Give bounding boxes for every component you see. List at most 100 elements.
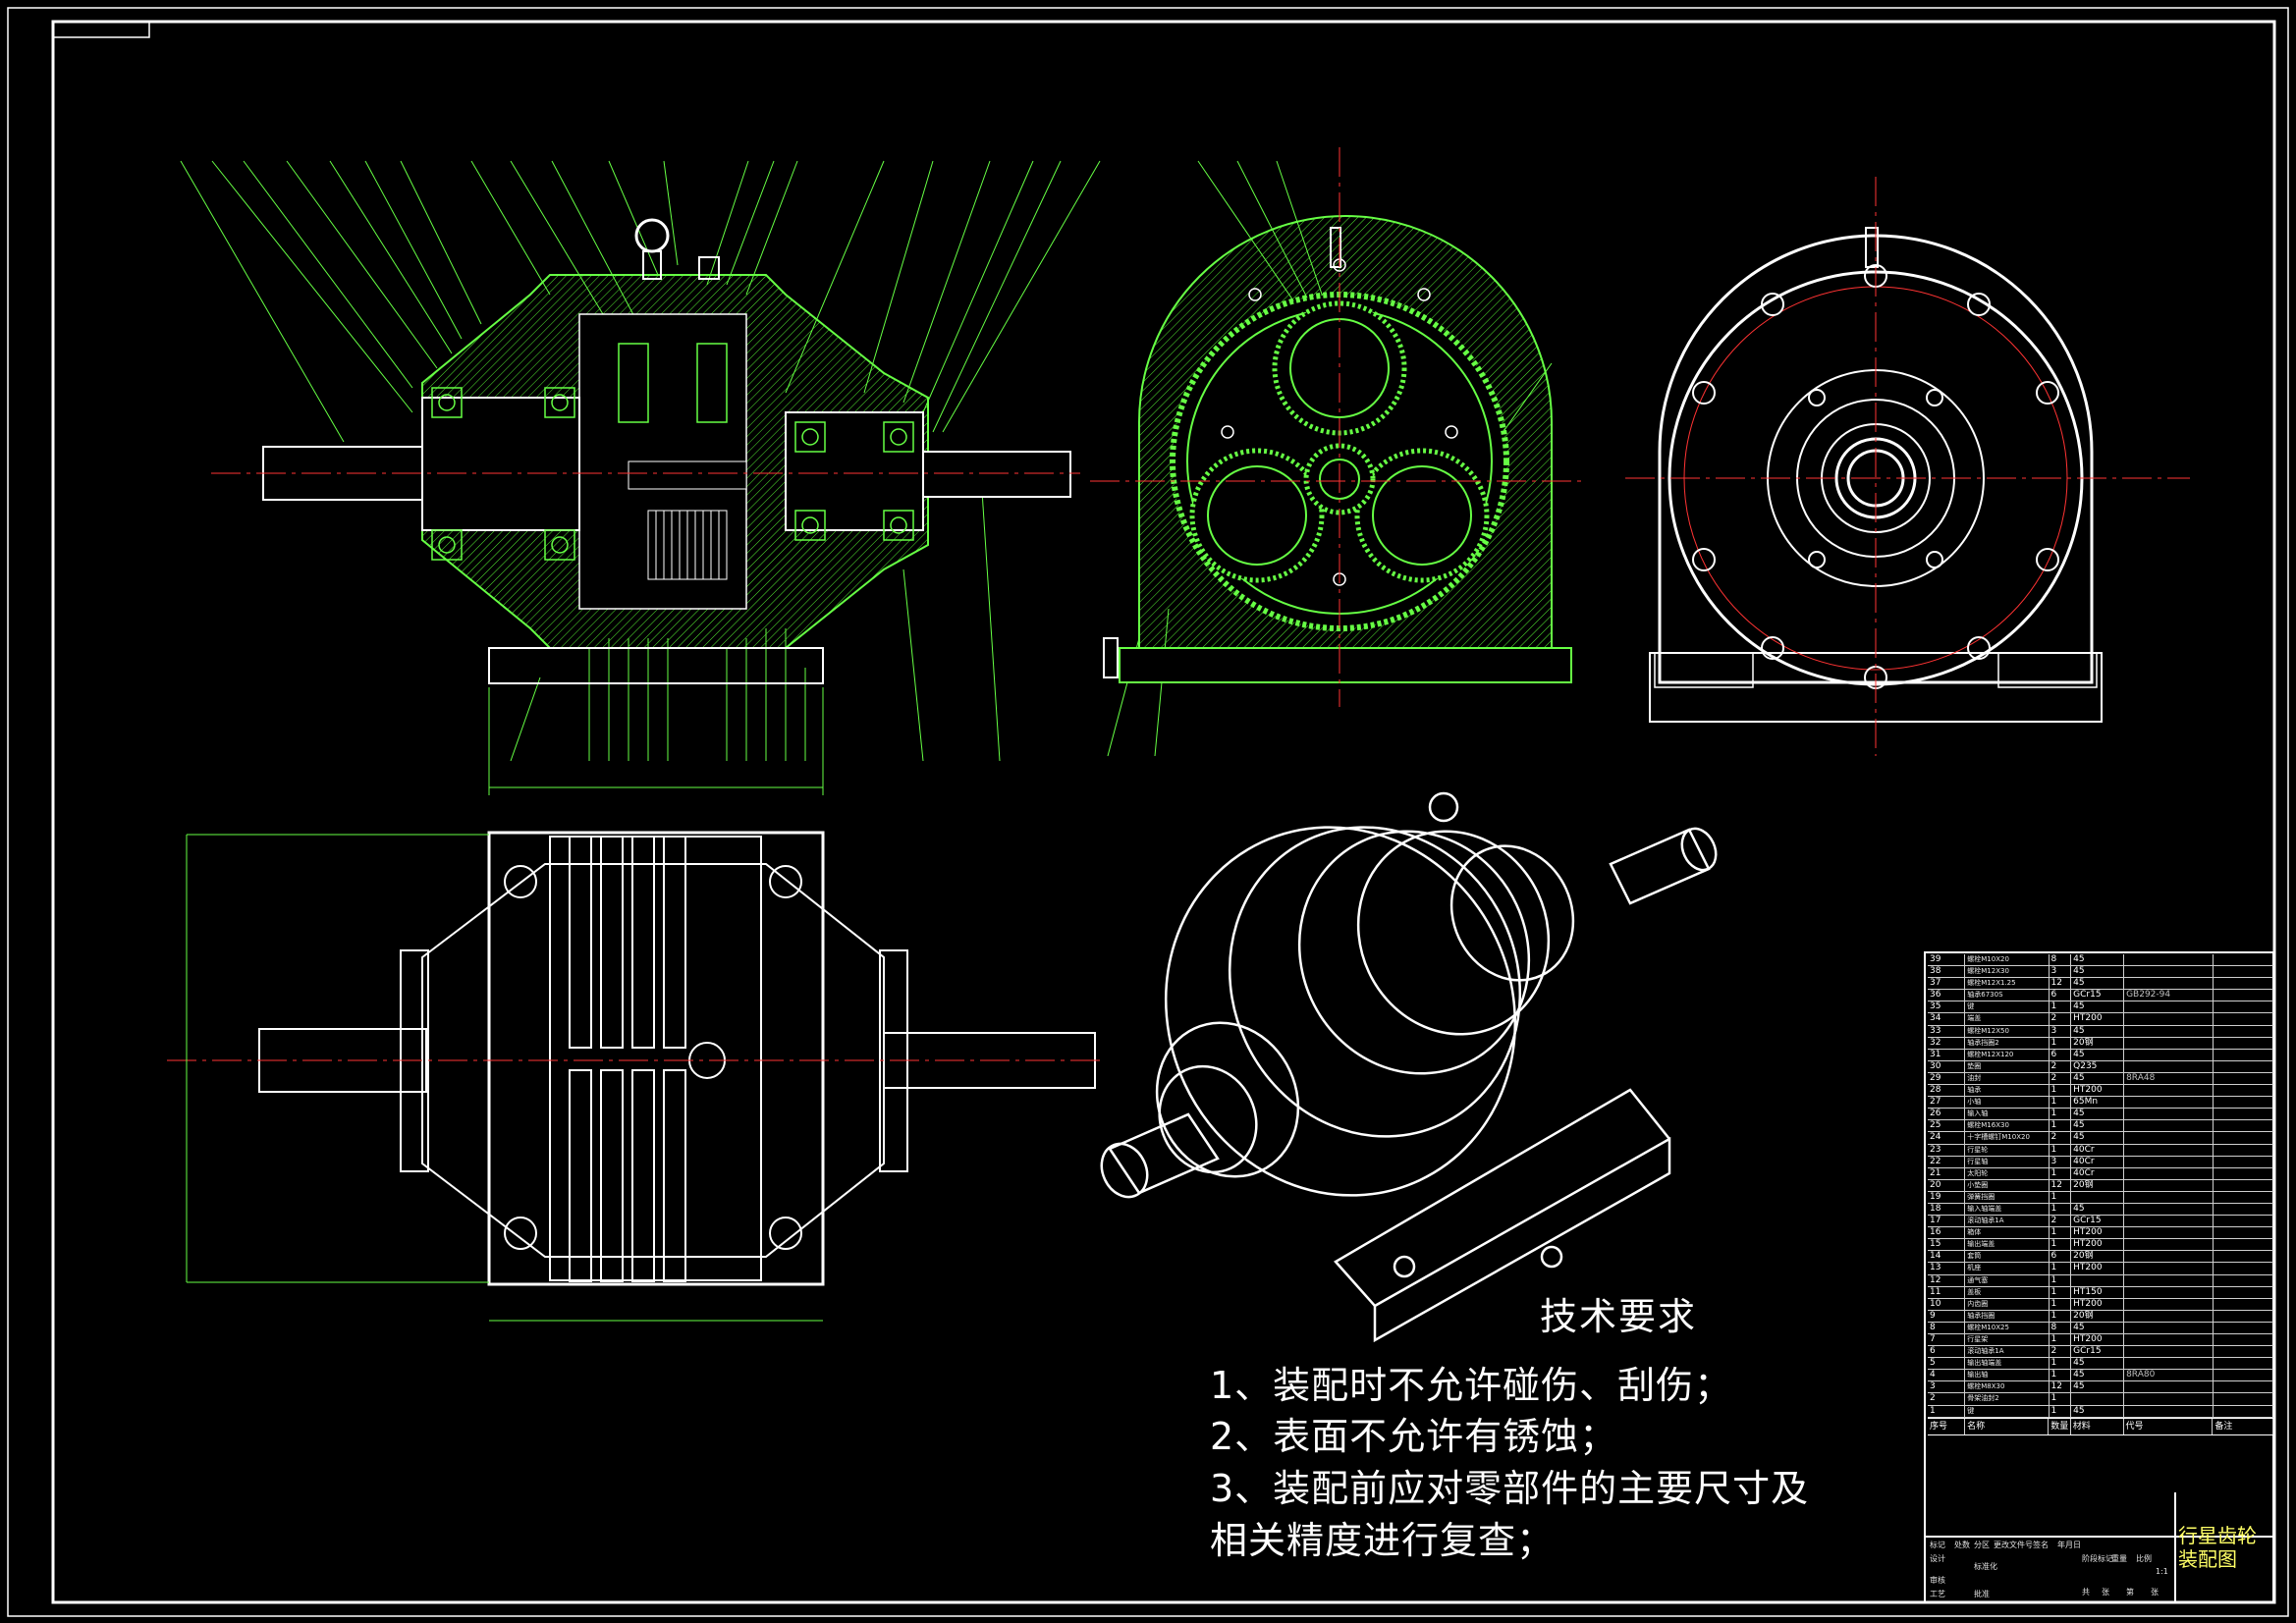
bom-cell-name: 内齿圈 bbox=[1965, 1298, 2050, 1310]
bom-cell-remark bbox=[2214, 1168, 2273, 1179]
bom-cell-code bbox=[2124, 1013, 2214, 1025]
bom-cell-no: 13 bbox=[1928, 1263, 1966, 1274]
bom-cell-no: 26 bbox=[1928, 1109, 1966, 1120]
bom-cell-no: 8 bbox=[1928, 1322, 1966, 1333]
bom-cell-qty: 12 bbox=[2050, 1179, 2072, 1191]
bom-cell-name: 滚动轴承1A bbox=[1965, 1346, 2050, 1358]
bom-cell-name: 滚动轴承1A bbox=[1965, 1216, 2050, 1227]
bom-cell-mat: 20钢 bbox=[2071, 1251, 2125, 1263]
bom-cell-mat bbox=[2071, 1393, 2125, 1405]
bom-cell-code: 8RA48 bbox=[2124, 1072, 2214, 1085]
bom-cell-mat: HT200 bbox=[2071, 1298, 2125, 1310]
bom-cell-remark bbox=[2214, 1145, 2273, 1156]
bom-cell-code bbox=[2124, 1025, 2214, 1037]
bom-cell-qty: 1 bbox=[2050, 1358, 2072, 1370]
bom-cell-no: 2 bbox=[1928, 1393, 1966, 1405]
bom-cell-remark bbox=[2214, 1346, 2273, 1357]
bom-cell-no: 28 bbox=[1928, 1085, 1966, 1097]
bom-cell-remark bbox=[2214, 1001, 2273, 1012]
title-block-label: 分区 bbox=[1974, 1541, 1990, 1549]
bom-cell-qty: 1 bbox=[2050, 1144, 2072, 1156]
bom-cell-remark bbox=[2214, 1097, 2273, 1108]
title-block-label: 阶段标记 bbox=[2082, 1554, 2113, 1563]
bom-cell-name: 十字槽螺钉M10X20 bbox=[1965, 1132, 2050, 1144]
bom-cell-remark bbox=[2214, 1406, 2273, 1417]
bom-cell-qty: 1 bbox=[2050, 1085, 2072, 1097]
bom-cell-qty: 1 bbox=[2050, 1001, 2072, 1013]
bom-cell-mat: HT200 bbox=[2071, 1085, 2125, 1097]
bom-cell-remark bbox=[2214, 1227, 2273, 1238]
bom-cell-name: 轴承 bbox=[1965, 1085, 2050, 1097]
bom-cell-mat: 45 bbox=[2071, 1132, 2125, 1144]
bom-cell-mat: 45 bbox=[2071, 1025, 2125, 1037]
bom-cell-code bbox=[2124, 978, 2214, 990]
bom-cell-qty: 1 bbox=[2050, 1120, 2072, 1132]
bom-cell-name: 键 bbox=[1965, 1405, 2050, 1417]
title-block-label: 审核 bbox=[1930, 1576, 1945, 1585]
tech-requirements-title: 技术要求 bbox=[1540, 1295, 1698, 1338]
bom-cell-code bbox=[2124, 1263, 2214, 1274]
bom-cell-qty: 1 bbox=[2050, 1097, 2072, 1109]
bom-cell-remark bbox=[2214, 1239, 2273, 1250]
bom-cell-code bbox=[2124, 1251, 2214, 1263]
bom-cell-remark bbox=[2214, 1073, 2273, 1084]
bom-cell-name: 螺栓M8X30 bbox=[1965, 1381, 2050, 1393]
bom-cell-qty: 1 bbox=[2050, 1370, 2072, 1381]
bom-cell-code bbox=[2124, 1167, 2214, 1179]
bom-cell-code bbox=[2124, 1227, 2214, 1239]
bom-cell-mat: Q235 bbox=[2071, 1060, 2125, 1072]
bom-cell-name: 垫圈 bbox=[1965, 1060, 2050, 1072]
title-block-label: 重量 bbox=[2111, 1554, 2127, 1563]
bom-cell-no: 24 bbox=[1928, 1132, 1966, 1144]
bom-cell-no: 30 bbox=[1928, 1060, 1966, 1072]
bom-cell-mat: HT200 bbox=[2071, 1227, 2125, 1239]
bom-cell-remark bbox=[2214, 1323, 2273, 1333]
title-block-label: 处数 bbox=[1954, 1541, 1970, 1549]
bom-cell-remark bbox=[2214, 1085, 2273, 1096]
bom-cell-remark bbox=[2214, 1381, 2273, 1392]
bom-cell-qty: 3 bbox=[2050, 1156, 2072, 1167]
bom-cell-qty: 1 bbox=[2050, 1298, 2072, 1310]
bom-cell-no: 3 bbox=[1928, 1381, 1966, 1393]
bom-cell-mat: 40Cr bbox=[2071, 1144, 2125, 1156]
bom-cell-code bbox=[2124, 1156, 2214, 1167]
isometric-view bbox=[1100, 791, 1718, 1343]
bom-cell-qty: 1 bbox=[2050, 1191, 2072, 1203]
title-block-label: 更改文件号 bbox=[1994, 1541, 2033, 1549]
bom-cell-name: 箱体 bbox=[1965, 1227, 2050, 1239]
bom-cell-mat: 45 bbox=[2071, 966, 2125, 978]
bom-cell-no: 39 bbox=[1928, 954, 1966, 966]
bom-cell-no: 33 bbox=[1928, 1025, 1966, 1037]
bom-cell-qty: 2 bbox=[2050, 1132, 2072, 1144]
bom-cell-remark bbox=[2214, 1370, 2273, 1380]
bom-cell-remark bbox=[2214, 1263, 2273, 1273]
bom-cell-code bbox=[2124, 1060, 2214, 1072]
bom-cell-code bbox=[2124, 1286, 2214, 1298]
bom-cell-qty: 1 bbox=[2050, 1167, 2072, 1179]
bom-cell-qty: 8 bbox=[2050, 954, 2072, 966]
bom-cell-remark bbox=[2214, 1120, 2273, 1131]
bom-cell-remark bbox=[2214, 1393, 2273, 1404]
bom-cell-code bbox=[2124, 966, 2214, 978]
bom-header-mat: 材料 bbox=[2071, 1418, 2124, 1434]
bom-cell-mat: 45 bbox=[2071, 1358, 2125, 1370]
bom-cell-code bbox=[2124, 1085, 2214, 1097]
bom-cell-name: 弹簧挡圈 bbox=[1965, 1191, 2050, 1203]
title-block-scale: 1:1 bbox=[2156, 1567, 2168, 1576]
bom-cell-qty: 1 bbox=[2050, 1334, 2072, 1346]
bom-cell-name: 油封 bbox=[1965, 1072, 2050, 1085]
bom-cell-mat: GCr15 bbox=[2071, 1216, 2125, 1227]
bom-cell-qty: 2 bbox=[2050, 1013, 2072, 1025]
bom-cell-no: 37 bbox=[1928, 978, 1966, 990]
